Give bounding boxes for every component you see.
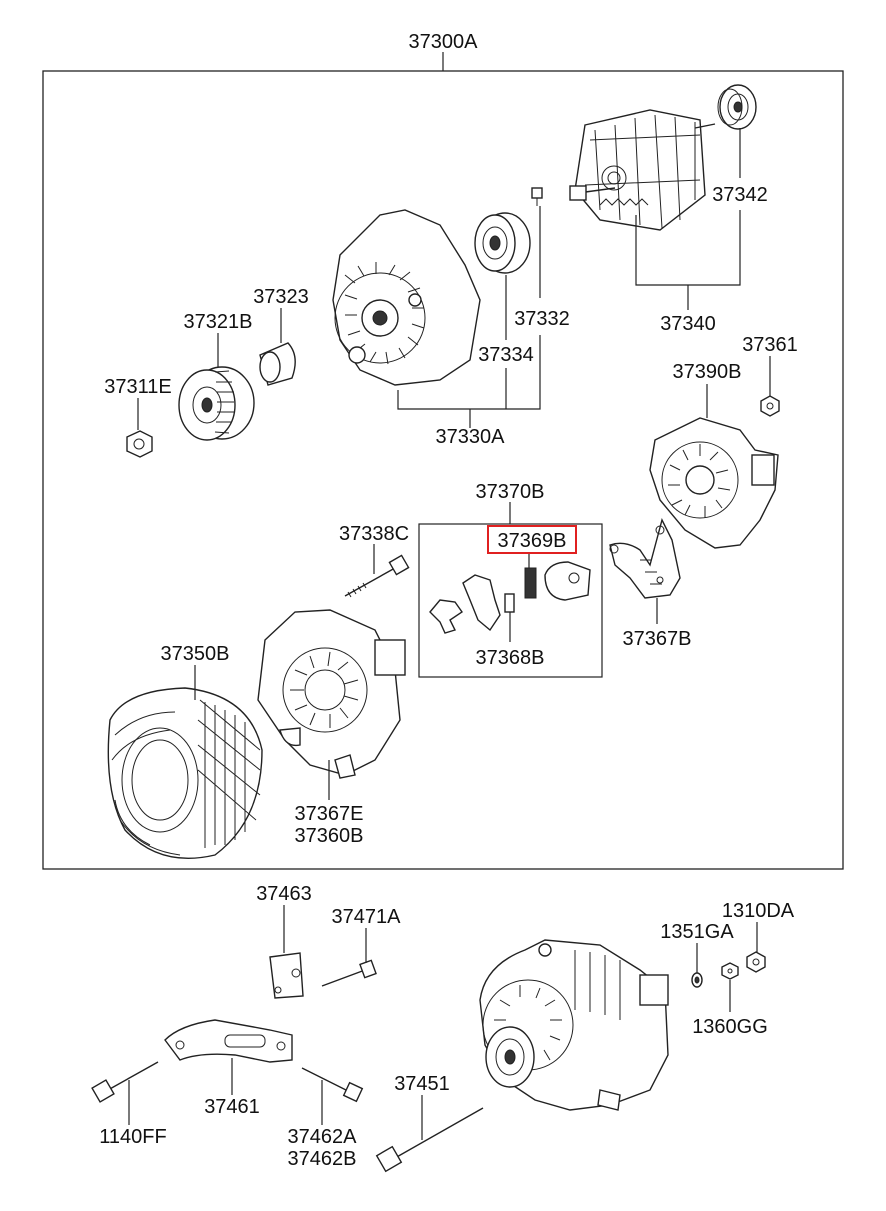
spacer-37323-drawing xyxy=(259,342,296,386)
part-label-37350B[interactable]: 37350B xyxy=(161,643,230,665)
through-bolt-37338C-drawing xyxy=(344,554,410,598)
bolt-1140FF-drawing xyxy=(91,1061,159,1103)
rear-housing-drawing xyxy=(257,609,406,779)
bracket-37463-drawing xyxy=(269,952,304,999)
part-label-37338C[interactable]: 37338C xyxy=(339,523,409,545)
screw-37332-drawing xyxy=(531,187,543,206)
part-label-37370B[interactable]: 37370B xyxy=(476,481,545,503)
bolt-37471A-drawing xyxy=(321,959,377,987)
part-label-37323[interactable]: 37323 xyxy=(253,286,309,308)
washer-1351GA-drawing xyxy=(691,972,703,988)
bracket-37461-drawing xyxy=(164,1019,293,1063)
pulley-37321B-drawing xyxy=(178,366,255,441)
part-label-37311E[interactable]: 37311E xyxy=(104,376,171,398)
brush-holder-drawing xyxy=(429,561,591,634)
part-label-37321B[interactable]: 37321B xyxy=(184,311,253,333)
part-label-37330A[interactable]: 37330A xyxy=(436,426,506,448)
part-label-37463[interactable]: 37463 xyxy=(256,883,312,905)
part-label-37360B[interactable]: 37360B xyxy=(295,825,364,847)
part-label-1360GG[interactable]: 1360GG xyxy=(692,1016,768,1038)
part-label-37332[interactable]: 37332 xyxy=(514,308,570,330)
part-label-37300A[interactable]: 37300A xyxy=(409,31,479,53)
part-label-37471A[interactable]: 37471A xyxy=(332,906,402,928)
part-label-37340[interactable]: 37340 xyxy=(660,313,716,335)
rotor-drawing xyxy=(569,109,716,231)
part-label-1140FF[interactable]: 1140FF xyxy=(99,1126,166,1148)
part-label-37461[interactable]: 37461 xyxy=(204,1096,260,1118)
nut-37311E-drawing xyxy=(126,430,153,458)
part-label-37369B[interactable]: 37369B xyxy=(498,530,567,552)
part-label-1310DA[interactable]: 1310DA xyxy=(722,900,795,922)
highlight-box xyxy=(487,525,577,554)
part-label-37334[interactable]: 37334 xyxy=(478,344,534,366)
part-label-1351GA[interactable]: 1351GA xyxy=(660,921,734,943)
part-label-37390B[interactable]: 37390B xyxy=(673,361,742,383)
part-label-37361[interactable]: 37361 xyxy=(742,334,798,356)
part-label-37462B[interactable]: 37462B xyxy=(288,1148,357,1170)
alternator-assembly-drawing xyxy=(479,939,669,1111)
bolt-37462-drawing xyxy=(301,1067,364,1103)
nut-37361-drawing xyxy=(760,395,780,417)
part-label-37368B[interactable]: 37368B xyxy=(476,647,545,669)
stator-37350B-drawing xyxy=(107,687,263,859)
washer-1360GG-drawing xyxy=(721,962,739,980)
nut-1310DA-drawing xyxy=(746,951,766,973)
part-label-37462A[interactable]: 37462A xyxy=(288,1126,358,1148)
brush-holder-frame xyxy=(418,523,603,678)
part-label-37451[interactable]: 37451 xyxy=(394,1073,450,1095)
part-label-37367E[interactable]: 37367E xyxy=(295,803,364,825)
part-label-37367B[interactable]: 37367B xyxy=(623,628,692,650)
rectifier-37367B-drawing xyxy=(609,518,681,599)
front-housing-drawing xyxy=(332,209,481,386)
rear-cover-37390B-drawing xyxy=(649,417,779,549)
bearing-37342-drawing xyxy=(717,84,757,130)
part-label-37342[interactable]: 37342 xyxy=(712,184,768,206)
bolt-37451-drawing xyxy=(375,1107,484,1173)
bearing-37334-drawing xyxy=(474,212,531,274)
